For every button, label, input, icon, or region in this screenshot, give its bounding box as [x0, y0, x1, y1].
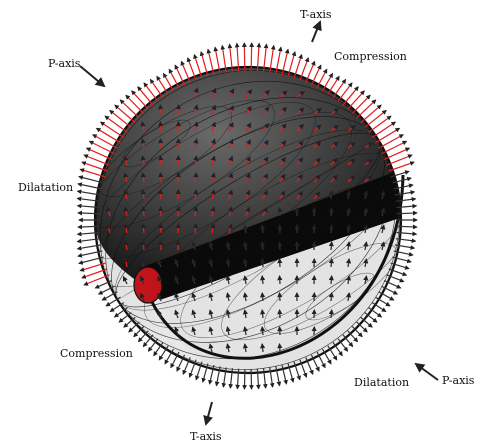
compression-surface-arrow	[178, 139, 179, 148]
dilatation-surface-arrow	[262, 344, 263, 352]
rim-arrow	[375, 128, 399, 142]
dilatation-surface-arrow	[331, 191, 332, 199]
rim-arrow	[90, 141, 115, 153]
rim-arrow	[93, 135, 118, 148]
rim-arrow	[381, 141, 406, 153]
dilatation-surface-arrow	[262, 225, 263, 233]
compression-surface-arrow	[178, 122, 179, 131]
rim-arrow	[97, 128, 121, 142]
rim-arrow	[372, 122, 395, 137]
rim-arrow	[338, 83, 352, 101]
p-axis-right-label: P-axis	[442, 374, 475, 387]
dilatation-surface-arrow	[331, 276, 332, 284]
dilatation-surface-arrow	[262, 293, 263, 301]
rim-arrow	[244, 43, 245, 71]
rim-arrow	[138, 87, 153, 105]
t-axis-bottom-arrow	[206, 402, 212, 424]
rim-arrow	[365, 111, 386, 128]
rim-arrow	[379, 135, 404, 148]
p-axis-left-arrow	[80, 66, 104, 86]
rim-arrow	[132, 91, 149, 109]
dilatation-surface-arrow	[262, 242, 263, 250]
rim-arrow	[144, 83, 158, 101]
dilatation-surface-arrow	[262, 259, 263, 267]
dilatation-left-label: Dilatation	[18, 181, 73, 194]
t-axis-top-arrow	[312, 22, 320, 42]
dilatation-surface-arrow	[331, 208, 332, 216]
rim-arrow	[397, 226, 417, 227]
compression-surface-arrow	[160, 105, 161, 114]
rim-arrow	[120, 100, 139, 118]
dilatation-surface-arrow	[262, 327, 263, 335]
t-axis-bottom-label: T-axis	[190, 430, 222, 443]
dilatation-surface-arrow	[262, 276, 263, 284]
rim-arrow	[126, 95, 144, 113]
rim-arrow	[369, 116, 391, 132]
compression-top-label: Compression	[334, 50, 407, 63]
rim-arrow	[105, 116, 127, 132]
compression-surface-arrow	[160, 156, 161, 165]
rim-arrow	[352, 95, 370, 113]
rim-arrow	[110, 111, 131, 128]
dilatation-surface-arrow	[331, 310, 332, 318]
p-axis-left-label: P-axis	[48, 57, 81, 70]
dilatation-surface-arrow	[331, 225, 332, 233]
dilatation-right-label: Dilatation	[354, 376, 409, 389]
rim-arrow	[397, 213, 417, 214]
dilatation-surface-arrow	[331, 259, 332, 267]
compression-surface-arrow	[160, 122, 161, 131]
rim-arrow	[361, 105, 381, 122]
p-axis-right-arrow	[416, 364, 438, 380]
compression-surface-arrow	[160, 139, 161, 148]
rim-arrow	[348, 91, 365, 109]
rim-arrow	[357, 100, 376, 118]
sphere	[37, 9, 458, 431]
compression-bottom-label: Compression	[60, 347, 133, 360]
rim-arrow	[251, 43, 252, 71]
t-axis-top-label: T-axis	[300, 8, 332, 21]
rim-arrow	[343, 87, 358, 105]
dilatation-surface-arrow	[262, 310, 263, 318]
dilatation-surface-arrow	[331, 242, 332, 250]
compression-surface-arrow	[178, 105, 179, 114]
rim-arrow	[101, 122, 124, 137]
compression-pole-cluster	[134, 267, 162, 303]
dilatation-surface-arrow	[331, 293, 332, 301]
rim-arrow	[115, 105, 135, 122]
